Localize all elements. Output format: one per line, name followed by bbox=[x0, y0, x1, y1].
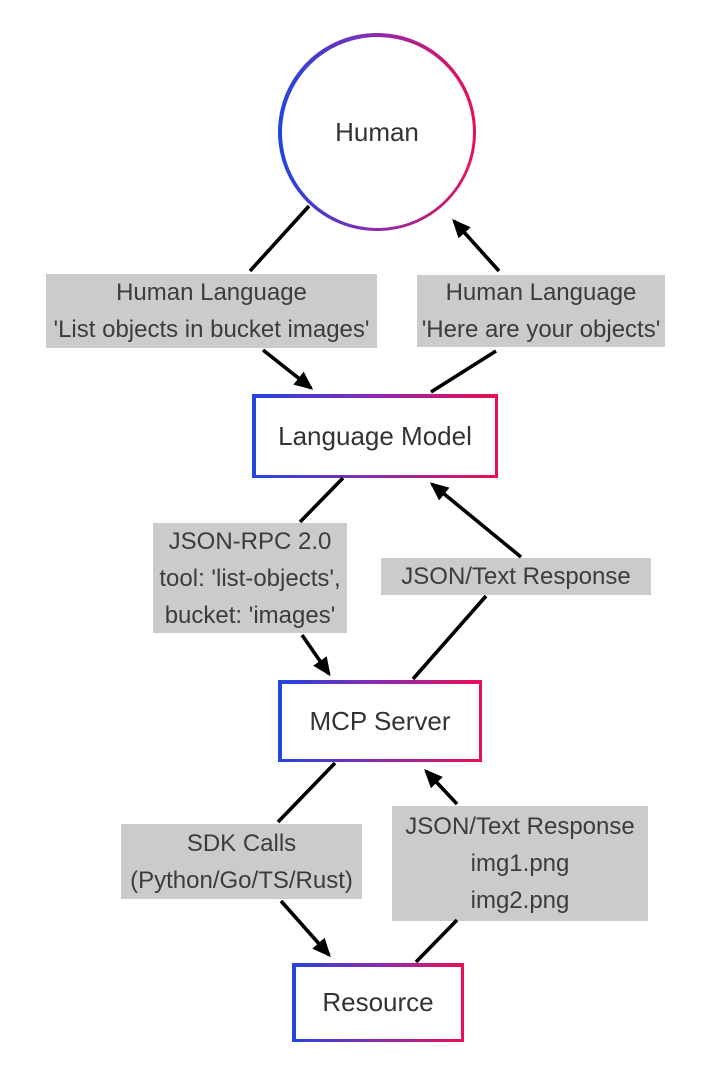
edge-files-label-to-mcp-server bbox=[424, 768, 459, 806]
edge-mcp-server-to-json-response-label bbox=[411, 594, 488, 681]
edge-language-model-to-jsonrpc-label bbox=[298, 476, 345, 524]
edge-label-json-response: JSON/Text Response bbox=[381, 558, 651, 595]
edge-label-line: img1.png bbox=[470, 850, 570, 877]
node-human-label: Human bbox=[281, 36, 473, 228]
edge-resource-to-files-label bbox=[414, 918, 459, 964]
edge-json-response-label-to-language-model bbox=[429, 482, 523, 559]
edge-label-line: tool: 'list-objects', bbox=[159, 564, 341, 592]
node-human: Human bbox=[278, 33, 476, 231]
edge-response-label-to-human bbox=[452, 218, 501, 273]
edge-label-line: Human Language bbox=[116, 279, 307, 306]
node-mcp-server: MCP Server bbox=[278, 680, 482, 762]
edge-label-jsonrpc-request: JSON-RPC 2.0 tool: 'list-objects', bucke… bbox=[153, 523, 347, 633]
node-resource: Resource bbox=[292, 963, 464, 1042]
node-language-model: Language Model bbox=[252, 394, 498, 478]
edge-label-line: JSON-RPC 2.0 bbox=[168, 527, 332, 555]
edge-human-to-request-label bbox=[248, 204, 311, 273]
edge-label-line: 'Here are your objects' bbox=[421, 316, 661, 343]
node-resource-label: Resource bbox=[295, 966, 461, 1039]
edge-request-label-to-language-model bbox=[261, 348, 314, 390]
edge-jsonrpc-label-to-mcp-server bbox=[300, 633, 331, 677]
edge-label-line: JSON/Text Response bbox=[401, 563, 631, 590]
edge-language-model-to-response-label bbox=[430, 349, 497, 394]
edge-label-line: Human Language bbox=[445, 279, 637, 306]
edge-label-human-response: Human Language 'Here are your objects' bbox=[417, 275, 665, 347]
edge-label-line: (Python/Go/TS/Rust) bbox=[130, 866, 353, 894]
node-mcp-server-label: MCP Server bbox=[281, 683, 479, 759]
edge-label-line: 'List objects in bucket images' bbox=[53, 316, 370, 343]
edge-mcp-server-to-sdk-label bbox=[276, 761, 337, 824]
edge-label-line: img2.png bbox=[470, 887, 570, 914]
node-language-model-label: Language Model bbox=[255, 397, 495, 475]
edge-sdk-label-to-resource bbox=[279, 899, 331, 958]
edge-label-line: bucket: 'images' bbox=[164, 601, 336, 629]
edge-label-human-request: Human Language 'List objects in bucket i… bbox=[46, 274, 377, 348]
edge-label-json-response-files: JSON/Text Response img1.png img2.png bbox=[392, 806, 648, 921]
edge-label-line: SDK Calls bbox=[186, 829, 297, 857]
edge-label-sdk-calls: SDK Calls (Python/Go/TS/Rust) bbox=[121, 824, 362, 899]
edge-label-line: JSON/Text Response bbox=[405, 813, 635, 840]
